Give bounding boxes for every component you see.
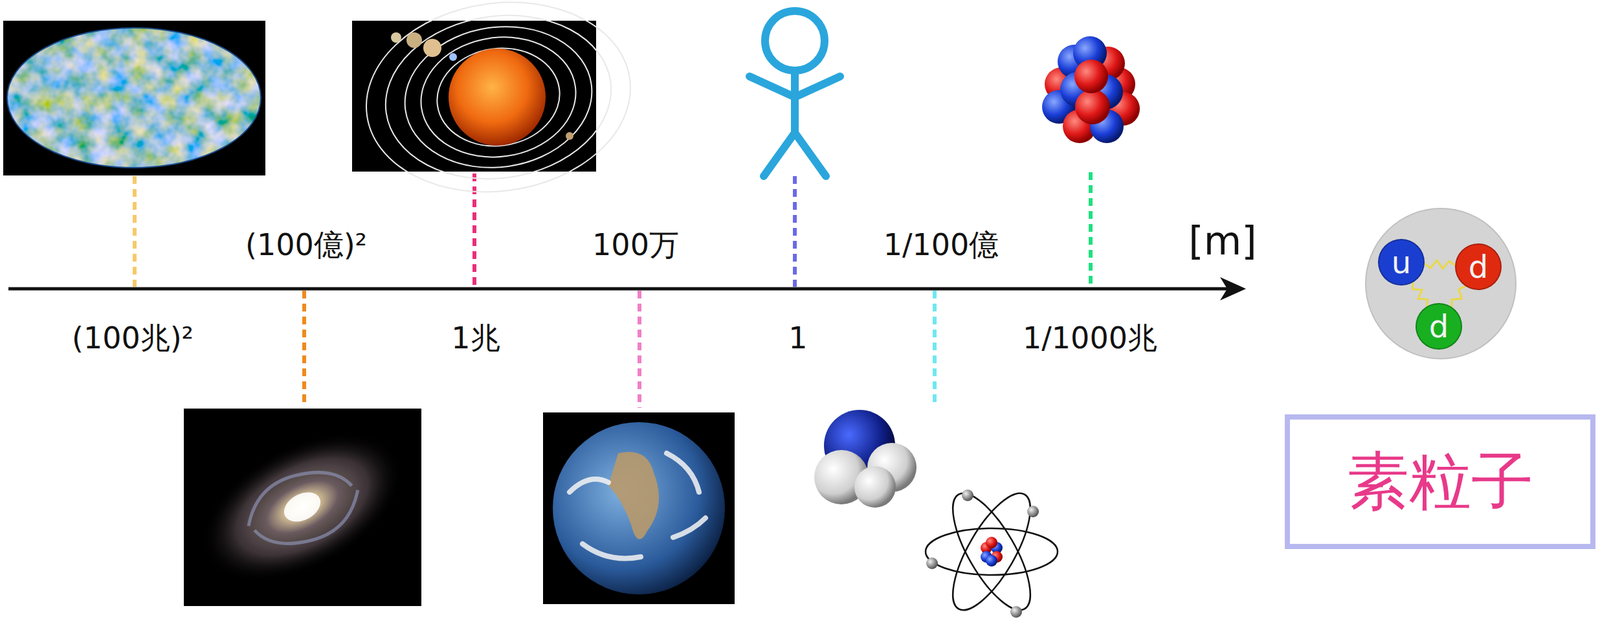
gluon-wave — [1412, 282, 1428, 307]
gluon-line — [1412, 282, 1428, 307]
title-box: 素粒子 — [1289, 419, 1591, 544]
quark-circle: u — [1377, 238, 1425, 286]
scale-label: 1 — [788, 321, 808, 355]
quark-letter: u — [1391, 245, 1412, 280]
box-title: 素粒子 — [1346, 447, 1534, 516]
scale-label: 1/1000兆 — [1022, 321, 1158, 355]
scale-label: 100万 — [592, 228, 679, 262]
gluon-line — [1451, 286, 1466, 307]
gluon-line — [1424, 260, 1456, 269]
gluon-wave — [1424, 260, 1456, 269]
quark-circle: d — [1455, 243, 1502, 290]
scale-label: 1/100億 — [883, 228, 1000, 262]
quark-letter: d — [1429, 309, 1449, 344]
quark-circle: d — [1415, 302, 1463, 350]
scale-label: 1兆 — [451, 321, 500, 355]
quark-letter: d — [1468, 249, 1489, 285]
scale-label: (100億)² — [245, 228, 367, 262]
gluon-wave — [1451, 286, 1466, 307]
scale-label: (100兆)² — [71, 321, 194, 355]
scale-label: [m] — [1188, 219, 1257, 263]
